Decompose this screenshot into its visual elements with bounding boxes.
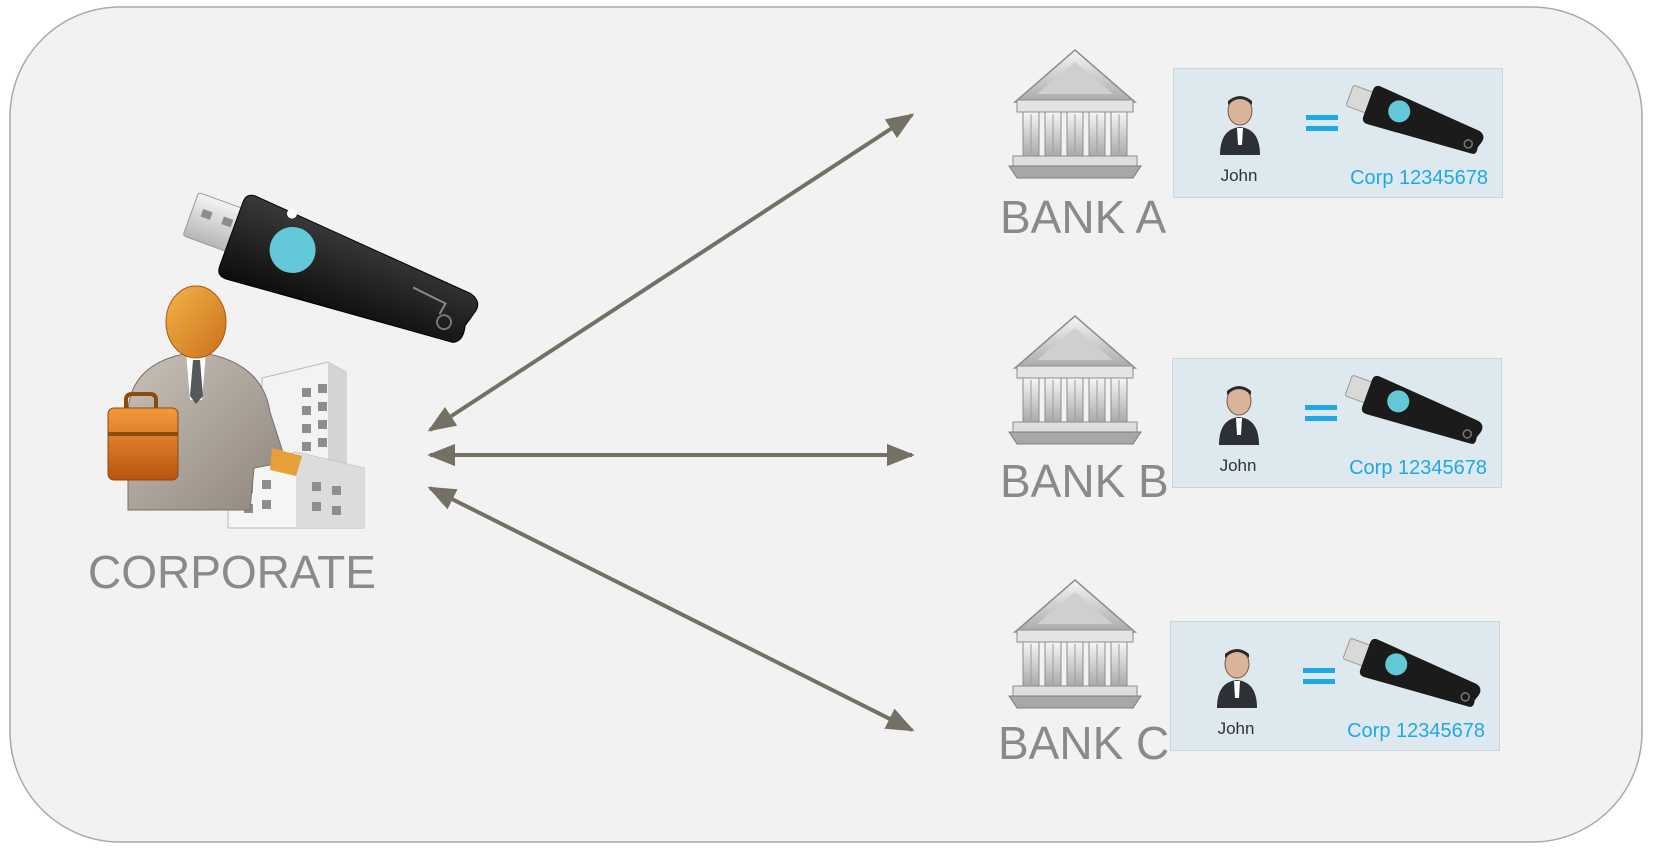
corp-id: Corp 12345678	[1349, 457, 1487, 480]
bank-c-label: BANK C	[998, 716, 1169, 770]
bank-a-label: BANK A	[1000, 190, 1166, 244]
user-avatar-icon	[1217, 383, 1261, 447]
equals-sign	[1305, 399, 1341, 425]
usb-token-icon	[1339, 630, 1489, 714]
bank-b-label: BANK B	[1000, 454, 1169, 508]
bank-a-credential-card: John Corp 12345678	[1173, 68, 1503, 198]
corp-id: Corp 12345678	[1347, 720, 1485, 743]
user-name: John	[1173, 456, 1303, 476]
user-avatar-icon	[1218, 93, 1262, 157]
corporate-label: CORPORATE	[88, 545, 376, 599]
equals-sign	[1306, 109, 1342, 135]
user-name: John	[1171, 719, 1301, 739]
usb-token-icon	[1342, 77, 1492, 161]
equals-sign	[1303, 662, 1339, 688]
bank-c-credential-card: John Corp 12345678	[1170, 621, 1500, 751]
user-name: John	[1174, 166, 1304, 186]
corp-id: Corp 12345678	[1350, 167, 1488, 190]
bank-b-credential-card: John Corp 12345678	[1172, 358, 1502, 488]
usb-token-icon	[1341, 367, 1491, 451]
user-avatar-icon	[1215, 646, 1259, 710]
